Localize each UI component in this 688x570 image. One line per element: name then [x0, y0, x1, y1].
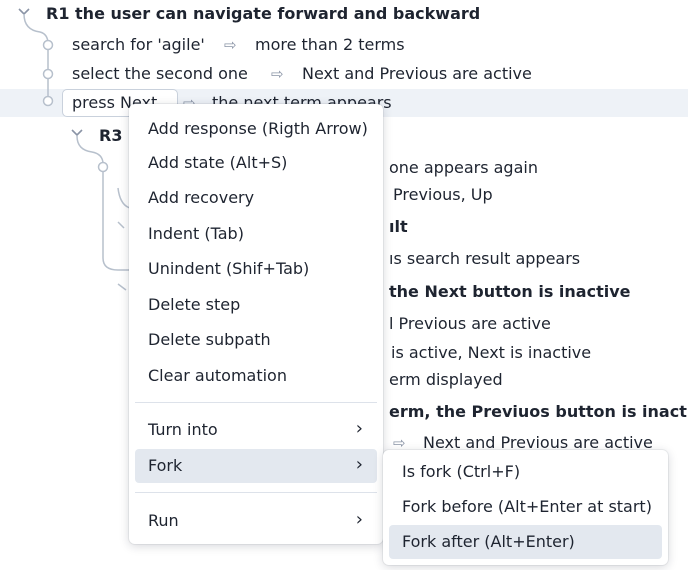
menu-item-label: Fork before (Alt+Enter at start): [402, 497, 652, 516]
step-response[interactable]: Next and Previous are active: [302, 64, 532, 83]
step-response[interactable]: erm displayed: [389, 370, 503, 389]
menu-item-unindent[interactable]: Unindent (Shif+Tab): [135, 252, 377, 286]
menu-item-label: Turn into: [148, 420, 218, 439]
menu-item-fork-after[interactable]: Fork after (Alt+Enter): [389, 525, 662, 559]
menu-item-label: Unindent (Shif+Tab): [148, 259, 310, 278]
menu-item-delete-subpath[interactable]: Delete subpath: [135, 323, 377, 357]
menu-item-label: Indent (Tab): [148, 224, 244, 243]
menu-separator: [135, 402, 377, 403]
chevron-down-icon: [18, 8, 30, 16]
step-action-editor[interactable]: [62, 89, 178, 117]
menu-item-delete-step[interactable]: Delete step: [135, 288, 377, 322]
menu-item-turn-into[interactable]: Turn into ›: [135, 413, 377, 447]
menu-item-label: Run: [148, 511, 179, 530]
requirement-title[interactable]: erm, the Previuos button is inactive: [389, 402, 688, 421]
step-action[interactable]: select the second one: [72, 64, 248, 83]
chevron-right-icon: ›: [355, 454, 363, 475]
menu-item-indent[interactable]: Indent (Tab): [135, 217, 377, 251]
step-response[interactable]: is active, Next is inactive: [391, 343, 592, 362]
menu-item-is-fork[interactable]: Is fork (Ctrl+F): [389, 455, 662, 489]
r1-title[interactable]: R1 the user can navigate forward and bac…: [46, 4, 481, 23]
menu-item-label: Is fork (Ctrl+F): [402, 462, 521, 481]
fork-submenu: Is fork (Ctrl+F) Fork before (Alt+Enter …: [383, 450, 668, 565]
menu-item-add-response[interactable]: Add response (Rigth Arrow): [135, 112, 377, 146]
r3-title[interactable]: R3: [99, 126, 123, 145]
chevron-down-icon: [71, 129, 83, 137]
menu-item-fork-before[interactable]: Fork before (Alt+Enter at start): [389, 490, 662, 524]
arrow-right-icon: ⇨: [393, 434, 406, 452]
menu-separator: [135, 492, 377, 493]
menu-item-add-recovery[interactable]: Add recovery: [135, 181, 377, 215]
menu-item-label: Delete step: [148, 295, 241, 314]
menu-item-add-state[interactable]: Add state (Alt+S): [135, 146, 377, 180]
arrow-right-icon: ⇨: [224, 36, 237, 54]
menu-item-label: Clear automation: [148, 366, 287, 385]
menu-item-label: Add state (Alt+S): [148, 153, 288, 172]
menu-item-fork[interactable]: Fork ›: [135, 449, 377, 483]
tree-node: [42, 89, 54, 107]
requirement-title[interactable]: the Next button is inactive: [389, 282, 631, 301]
step-response[interactable]: l Previous are active: [389, 314, 551, 333]
menu-item-label: Add response (Rigth Arrow): [148, 119, 368, 138]
menu-item-label: Fork after (Alt+Enter): [402, 532, 575, 551]
chevron-right-icon: ›: [355, 509, 363, 530]
context-menu: Add response (Rigth Arrow) Add state (Al…: [129, 104, 383, 544]
step-response[interactable]: Next and Previous are active: [423, 433, 653, 452]
step-response[interactable]: more than 2 terms: [255, 35, 405, 54]
menu-item-label: Delete subpath: [148, 330, 271, 349]
requirement-title[interactable]: ılt: [389, 217, 408, 236]
step-response[interactable]: one appears again: [389, 158, 538, 177]
menu-item-run[interactable]: Run ›: [135, 504, 377, 538]
menu-item-label: Add recovery: [148, 188, 255, 207]
step-response[interactable]: Previous, Up: [393, 185, 493, 204]
arrow-right-icon: ⇨: [271, 65, 284, 83]
step-response[interactable]: ıs search result appears: [389, 249, 581, 268]
menu-item-clear-automation[interactable]: Clear automation: [135, 359, 377, 393]
chevron-right-icon: ›: [355, 418, 363, 439]
step-action[interactable]: search for 'agile': [72, 35, 205, 54]
menu-item-label: Fork: [148, 456, 183, 475]
